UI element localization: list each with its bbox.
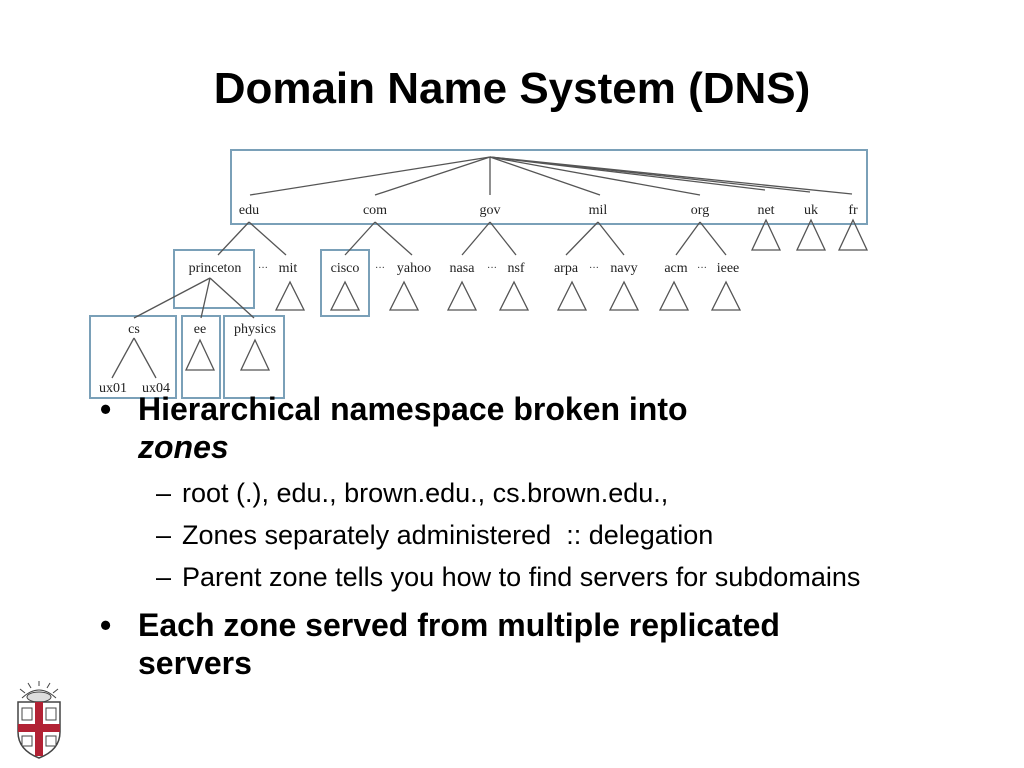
root-edges bbox=[249, 156, 853, 196]
bullet-text: Each zone served from multiple replicate… bbox=[138, 607, 780, 681]
bullet-item: • Each zone served from multiple replica… bbox=[100, 606, 900, 682]
node-princeton: princeton bbox=[189, 261, 242, 276]
bullet-list: • Hierarchical namespace broken into zon… bbox=[100, 390, 900, 692]
bullet-text: Hierarchical namespace broken into bbox=[138, 391, 688, 427]
physics-zone-box bbox=[223, 315, 285, 399]
separator-dots: ··· bbox=[697, 263, 707, 274]
bullet-dot: • bbox=[100, 607, 112, 643]
tld-net: net bbox=[757, 203, 774, 218]
node-cs: cs bbox=[128, 322, 140, 337]
dns-hierarchy-diagram: edu com gov mil org net uk fr princeton … bbox=[89, 149, 869, 399]
edu-zone-box bbox=[173, 249, 255, 309]
bullet-item: • Hierarchical namespace broken into zon… bbox=[100, 390, 900, 466]
tld-mil: mil bbox=[589, 203, 608, 218]
separator-dots: ··· bbox=[487, 263, 497, 274]
node-navy: navy bbox=[610, 261, 637, 276]
sub-bullet-item: – Parent zone tells you how to find serv… bbox=[100, 560, 900, 594]
node-acm: acm bbox=[664, 261, 687, 276]
node-ee: ee bbox=[194, 322, 206, 337]
bullet-dot: • bbox=[100, 391, 112, 427]
sub-bullet-dash: – bbox=[156, 562, 172, 592]
separator-dots: ··· bbox=[589, 263, 599, 274]
node-mit: mit bbox=[279, 261, 298, 276]
sub-bullet-text: Zones separately administered :: delegat… bbox=[182, 520, 714, 550]
sub-bullet-item: – root (.), edu., brown.edu., cs.brown.e… bbox=[100, 476, 900, 510]
sub-bullet-dash: – bbox=[156, 520, 172, 550]
node-ieee: ieee bbox=[717, 261, 740, 276]
sub-bullet-item: – Zones separately administered :: deleg… bbox=[100, 518, 900, 552]
cisco-zone-box bbox=[320, 249, 370, 317]
node-physics: physics bbox=[234, 322, 276, 337]
tld-gov: gov bbox=[480, 203, 501, 218]
tld-edu: edu bbox=[239, 203, 259, 218]
node-nsf: nsf bbox=[507, 261, 524, 276]
node-cisco: cisco bbox=[331, 261, 360, 276]
third-level-edges bbox=[133, 277, 255, 319]
bullet-emphasis: zones bbox=[138, 429, 229, 465]
node-arpa: arpa bbox=[554, 261, 579, 276]
sub-bullet-text: root (.), edu., brown.edu., cs.brown.edu… bbox=[182, 478, 669, 508]
node-nasa: nasa bbox=[450, 261, 476, 276]
tld-org: org bbox=[691, 203, 709, 218]
separator-dots: ··· bbox=[258, 263, 268, 274]
third-level-subtree-triangles bbox=[184, 338, 271, 371]
host-ux04: ux04 bbox=[142, 381, 170, 396]
host-ux01: ux01 bbox=[99, 381, 127, 396]
university-shield-icon bbox=[17, 681, 61, 759]
tld-fr: fr bbox=[848, 203, 858, 218]
tld-subtree-triangles bbox=[750, 218, 869, 251]
sub-bullet-dash: – bbox=[156, 478, 172, 508]
second-level-subtree-triangles bbox=[274, 280, 742, 311]
tld-com: com bbox=[363, 203, 387, 218]
tld-uk: uk bbox=[804, 203, 818, 218]
host-edges bbox=[111, 337, 157, 379]
root-zone-box bbox=[230, 149, 868, 225]
sub-bullet-text: Parent zone tells you how to find server… bbox=[182, 562, 861, 592]
separator-dots: ··· bbox=[375, 263, 385, 274]
node-yahoo: yahoo bbox=[397, 261, 431, 276]
second-level-edges bbox=[217, 221, 727, 256]
cs-zone-box bbox=[89, 315, 177, 399]
slide-title: Domain Name System (DNS) bbox=[213, 64, 811, 113]
